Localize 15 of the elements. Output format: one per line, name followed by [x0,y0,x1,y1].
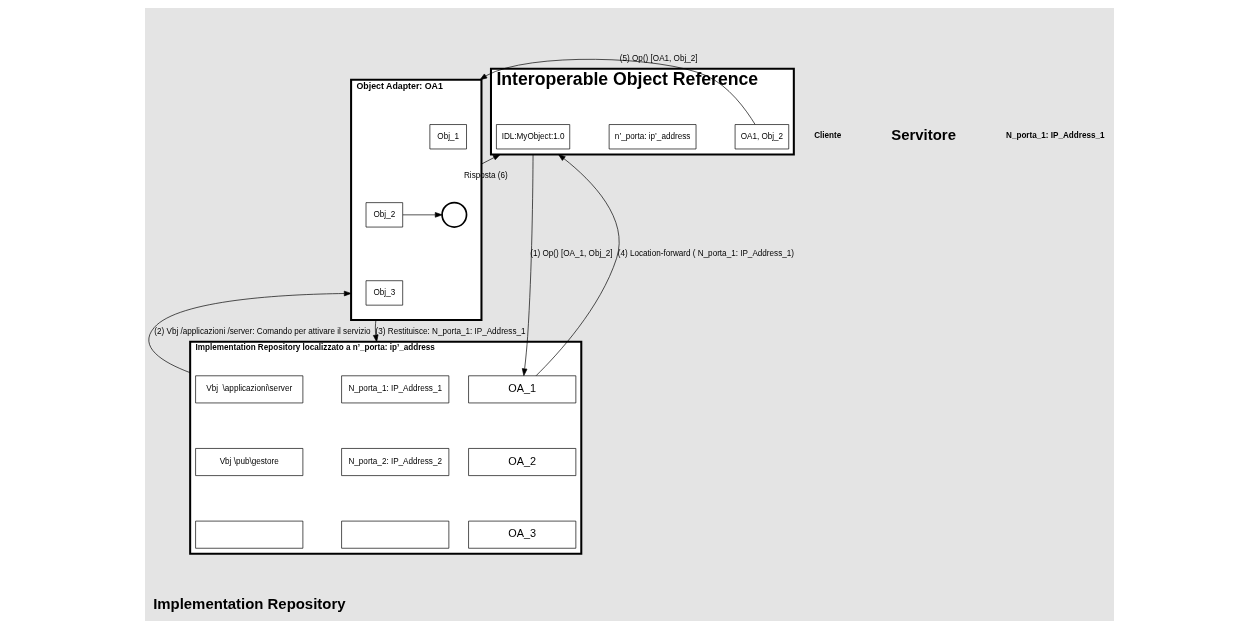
label: Servitore [891,125,956,143]
arrow [535,154,620,377]
node-circle [441,201,468,228]
node-box: OA_2 [468,448,577,476]
node-box [341,520,450,549]
node-box [195,520,304,549]
arrow [521,154,534,376]
node-box: OA_1 [468,375,577,404]
arrow [373,319,379,343]
arrow [402,212,443,218]
arrow [479,59,756,125]
node-box: OA_3 [468,520,577,549]
label: Implementation Repository [153,595,346,613]
arrow [481,154,501,165]
arrow [148,290,352,373]
